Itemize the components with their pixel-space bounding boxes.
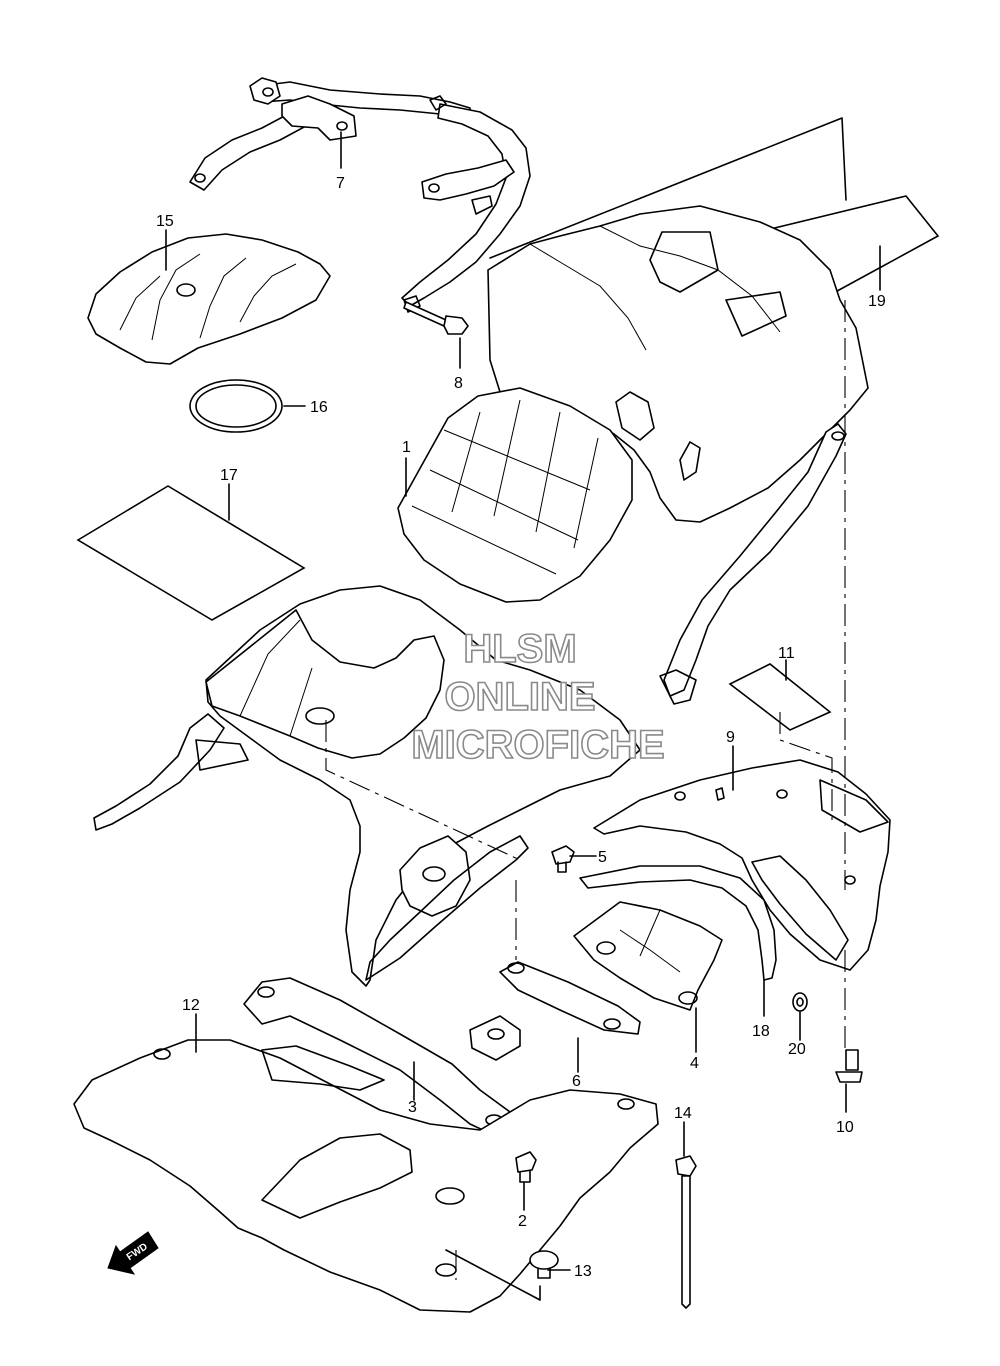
callout-12: 12 bbox=[182, 997, 200, 1014]
part-9-mudguard bbox=[593, 759, 891, 971]
watermark-line-1: HLSM bbox=[463, 627, 576, 671]
callout-2: 2 bbox=[518, 1213, 527, 1230]
callout-labels: 7 15 8 16 19 1 17 11 9 5 12 18 20 4 6 3 … bbox=[156, 175, 886, 1280]
part-13-clip bbox=[529, 1250, 559, 1279]
callout-10: 10 bbox=[836, 1119, 854, 1136]
callout-4: 4 bbox=[690, 1055, 699, 1072]
callout-1: 1 bbox=[402, 439, 411, 456]
watermark: HLSM ONLINE MICROFICHE bbox=[411, 626, 666, 768]
leader-lines bbox=[165, 117, 881, 1301]
callout-20: 20 bbox=[788, 1041, 806, 1058]
callout-9: 9 bbox=[726, 729, 735, 746]
callout-6: 6 bbox=[572, 1073, 581, 1090]
part-5-clip bbox=[551, 845, 575, 873]
watermark-line-2: ONLINE bbox=[444, 675, 595, 719]
part-2-bolt bbox=[515, 1151, 537, 1183]
part-17-sheet bbox=[76, 485, 306, 621]
fwd-arrow-icon: FWD bbox=[107, 1231, 159, 1275]
part-16-o-ring bbox=[189, 379, 283, 433]
part-4-bracket bbox=[573, 901, 723, 1011]
callout-18: 18 bbox=[752, 1023, 770, 1040]
assembly-lines bbox=[325, 300, 846, 1280]
part-8-bolt bbox=[403, 301, 469, 335]
watermark-line-3: MICROFICHE bbox=[411, 723, 664, 767]
part-1-rear-fender bbox=[93, 205, 869, 987]
callout-3: 3 bbox=[408, 1099, 417, 1116]
callout-19: 19 bbox=[868, 293, 886, 310]
part-10-bolt bbox=[835, 1049, 863, 1083]
callout-13: 13 bbox=[574, 1263, 592, 1280]
callout-8: 8 bbox=[454, 375, 463, 392]
part-11-pad bbox=[728, 663, 832, 731]
part-6-bracket bbox=[499, 961, 641, 1035]
part-14-cable-tie bbox=[675, 1155, 697, 1309]
part-20-washer bbox=[792, 992, 808, 1012]
callout-15: 15 bbox=[156, 213, 174, 230]
callout-17: 17 bbox=[220, 467, 238, 484]
part-3-bracket bbox=[243, 977, 521, 1139]
callout-14: 14 bbox=[674, 1105, 692, 1122]
part-15-cover bbox=[87, 233, 331, 365]
callout-5: 5 bbox=[598, 849, 607, 866]
part-12-under-tray bbox=[73, 1039, 659, 1313]
callout-11: 11 bbox=[778, 645, 795, 662]
callout-16: 16 bbox=[310, 399, 328, 416]
callout-7: 7 bbox=[336, 175, 345, 192]
